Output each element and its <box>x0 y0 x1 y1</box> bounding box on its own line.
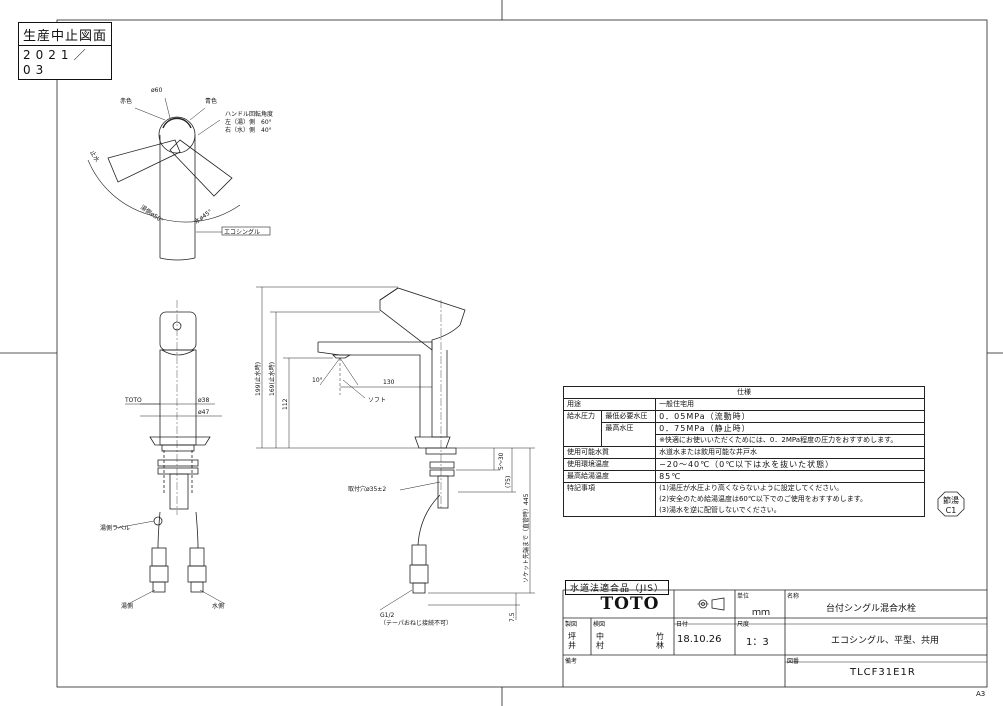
table-cell: 特記事項 <box>562 482 657 517</box>
width-130: 130 <box>383 379 395 386</box>
height-169: 169(止水時) <box>268 362 276 396</box>
handle-angle-title: ハンドル回転角度 <box>225 110 273 118</box>
table-row: 使用可能水質 水道水または飲用可能な井戸水 <box>562 446 925 459</box>
unit-label: 単位 <box>737 593 750 600</box>
cold-side-text: 水側 <box>212 602 224 610</box>
table-row: 用途 一般住宅用 <box>562 398 925 411</box>
paper-size-label: A3 <box>976 690 986 698</box>
checker-name-1: 中村 <box>596 632 604 650</box>
spout-angle: 10° <box>312 377 323 384</box>
table-cell: −20〜40℃（0℃以下は水を抜いた状態） <box>655 458 925 471</box>
hot-side-text: 湯側 <box>121 602 133 610</box>
spec-table: 仕様 用途 一般住宅用 給水圧力 最低必要水圧 0．05MPa（流動時） 最高水… <box>562 386 925 517</box>
table-row: ※快適にお使いいただくためには、0．2MPa程度の圧力をおすすめします。 <box>564 434 925 447</box>
hot-arc-label: 湯側ø50° <box>139 203 165 225</box>
dim-7-5: 7.5 <box>509 612 516 622</box>
discontinued-stamp: 生産中止図面 2021／03 <box>18 22 112 80</box>
brand-label: TOTO <box>124 397 142 404</box>
table-cell: 用途 <box>562 398 657 411</box>
table-cell: (1)湯圧が水圧より高くならないように設定してください。 <box>655 482 925 494</box>
red-label: 赤色 <box>120 97 132 105</box>
soft-label: ソフト <box>368 397 386 404</box>
scale-value: 1：3 <box>746 637 769 648</box>
table-row: 給水圧力 最低必要水圧 0．05MPa（流動時） <box>562 410 925 447</box>
remarks-label: 備考 <box>565 658 578 665</box>
jis-compliance-label: 水道法適合品（JIS） <box>565 580 670 595</box>
water-saving-stamp-border <box>937 491 965 517</box>
diameter-label: ø60 <box>151 87 162 94</box>
table-cell: 最高水圧 <box>601 422 657 435</box>
drawer-name: 坪井 <box>568 632 576 650</box>
table-cell: (2)安全のため給湯温度は60℃以下でのご使用をおすすめします。 <box>655 494 925 505</box>
table-row: 最高水圧 0．75MPa（静止時） <box>564 422 925 435</box>
table-cell: 水道水または飲用可能な井戸水 <box>655 446 925 459</box>
table-cell: 85℃ <box>655 470 925 483</box>
table-cell: 最高給湯温度 <box>562 470 657 483</box>
top-view <box>87 97 271 261</box>
height-199: 199(止水時) <box>254 362 262 396</box>
product-name: 台付シングル混合水栓 <box>826 604 917 614</box>
table-cell: 使用可能水質 <box>562 446 657 459</box>
left-hot-angle: 左（湯）側 60° <box>225 118 272 126</box>
check-label: 検図 <box>593 621 606 628</box>
d47-label: ø47 <box>198 409 209 416</box>
table-cell: ※快適にお使いいただくためには、0．2MPa程度の圧力をおすすめします。 <box>655 434 925 447</box>
table-row: (2)安全のため給湯温度は60℃以下でのご使用をおすすめします。 <box>564 494 925 505</box>
drawing-number: TLCF31E1R <box>850 667 916 678</box>
date-value: 18.10.26 <box>677 634 722 645</box>
dim-5-30: 5〜30 <box>498 452 505 470</box>
cold-arc-label: 水ø45° <box>193 207 214 225</box>
stop-label: 止水 <box>88 149 101 163</box>
dim-75: (75) <box>505 476 512 488</box>
hot-side-label-tag: 湯側ラベル <box>100 524 130 532</box>
table-row: 最高給湯温度 85℃ <box>562 470 925 483</box>
side-view <box>256 286 535 620</box>
table-cell: 給水圧力 <box>562 410 603 447</box>
checker-name-2: 竹林 <box>656 632 664 650</box>
discontinued-date: 2021／03 <box>19 45 111 79</box>
socket-length: ソケット先端まで（直管時）445 <box>522 493 530 583</box>
drawing-frame <box>56 19 988 688</box>
water-saving-stamp-line1: 節湯 <box>943 495 959 505</box>
d38-label: ø38 <box>198 397 209 404</box>
scale-label: 尺度 <box>737 621 750 628</box>
discontinued-title: 生産中止図面 <box>23 29 108 44</box>
table-cell: 0．75MPa（静止時） <box>655 422 925 435</box>
taper-note: （テーパおねじ接続不可） <box>380 619 452 627</box>
table-cell: (3)湯水を逆に配管しないでください。 <box>655 505 925 517</box>
table-cell: 一般住宅用 <box>655 398 925 411</box>
projection-symbol <box>697 597 725 611</box>
blue-label: 青色 <box>205 97 217 105</box>
spec-title-row: 仕様 <box>563 386 925 399</box>
product-description: エコシングル、平型、共用 <box>831 636 940 646</box>
g12-label: G1/2 <box>380 612 394 619</box>
water-saving-stamp-line2: C1 <box>946 506 957 515</box>
date-label: 日付 <box>676 621 689 628</box>
name-label: 名称 <box>787 593 800 600</box>
table-row: (3)湯水を逆に配管しないでください。 <box>564 505 925 517</box>
table-cell: 使用環境温度 <box>562 458 657 471</box>
mount-hole-label: 取付穴ø35±2 <box>348 485 386 493</box>
front-view <box>115 300 226 605</box>
spec-title: 仕様 <box>563 386 925 399</box>
table-cell: 最低必要水圧 <box>601 410 657 423</box>
table-row: 使用環境温度 −20〜40℃（0℃以下は水を抜いた状態） <box>562 458 925 471</box>
table-cell: 0．05MPa（流動時） <box>655 410 925 423</box>
height-112: 112 <box>282 398 289 410</box>
right-cold-angle: 右（水）側 40° <box>225 126 272 134</box>
title-block-grid <box>562 589 987 687</box>
eco-single-label: エコシングル <box>224 228 260 236</box>
draw-label: 製図 <box>565 621 578 628</box>
table-row: 特記事項 (1)湯圧が水圧より高くならないように設定してください。 <box>562 482 925 517</box>
drawing-number-label: 図番 <box>787 658 800 665</box>
unit-value: ｍｍ <box>752 608 771 618</box>
toto-logo: TOTO <box>600 594 660 614</box>
